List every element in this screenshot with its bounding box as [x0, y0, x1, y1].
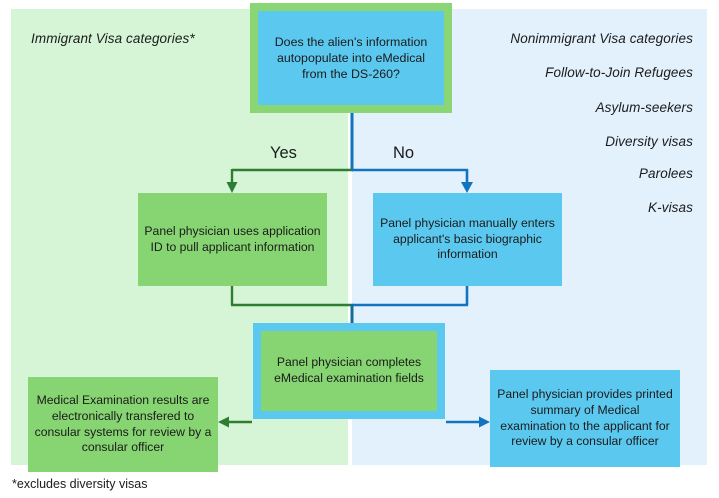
- process-node-yes-text: Panel physician uses application ID to p…: [144, 223, 321, 254]
- decision-node-text: Does the alien's information autopopulat…: [274, 34, 428, 82]
- nonimmigrant-category-diversity-visas: Diversity visas: [605, 134, 693, 149]
- branch-label-no: No: [393, 144, 415, 162]
- nonimmigrant-category-k-visas: K-visas: [648, 200, 693, 215]
- nonimmigrant-category-asylum-seekers: Asylum-seekers: [595, 100, 693, 115]
- outcome-node-left-text: Medical Examination results are electron…: [34, 393, 212, 455]
- outcome-node-electronic-transfer[interactable]: Medical Examination results are electron…: [28, 377, 218, 472]
- nonimmigrant-category-follow-to-join-refugees: Follow-to-Join Refugees: [545, 65, 693, 80]
- decision-node-autopopulate[interactable]: Does the alien's information autopopulat…: [250, 3, 452, 113]
- process-node-no-text: Panel physician manually enters applican…: [380, 216, 555, 262]
- nonimmigrant-panel-heading: Nonimmigrant Visa categories: [510, 31, 693, 46]
- process-node-pull-application-id[interactable]: Panel physician uses application ID to p…: [138, 193, 327, 286]
- branch-label-yes: Yes: [270, 144, 297, 162]
- process-node-manual-entry[interactable]: Panel physician manually enters applican…: [373, 193, 562, 286]
- process-node-complete-emedical-fields[interactable]: Panel physician completes eMedical exami…: [253, 323, 445, 419]
- nonimmigrant-category-parolees: Parolees: [638, 166, 693, 181]
- process-node-merge-text: Panel physician completes eMedical exami…: [274, 355, 424, 385]
- outcome-node-right-text: Panel physician provides printed summary…: [497, 387, 673, 449]
- footnote: *excludes diversity visas: [12, 477, 148, 491]
- outcome-node-printed-summary[interactable]: Panel physician provides printed summary…: [490, 370, 680, 467]
- immigrant-panel-heading: Immigrant Visa categories*: [31, 31, 195, 46]
